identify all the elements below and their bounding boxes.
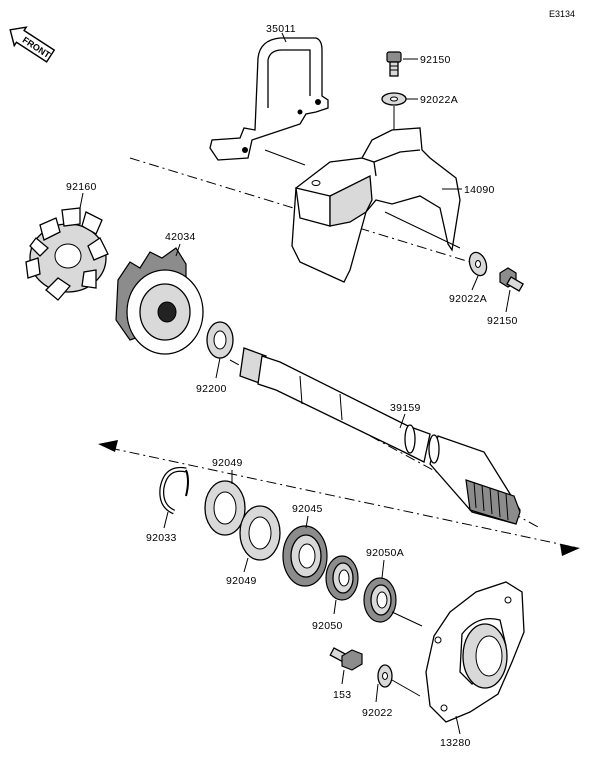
damper-part <box>25 207 109 301</box>
label-92049-a: 92049 <box>212 457 243 469</box>
label-153: 153 <box>333 689 351 701</box>
bolt-top-part <box>386 51 402 77</box>
coupler-part <box>115 247 204 355</box>
cover-part <box>291 127 461 283</box>
label-92150-right: 92150 <box>487 315 518 327</box>
label-13280: 13280 <box>440 737 471 749</box>
label-92150-top: 92150 <box>420 54 451 66</box>
label-92050: 92050 <box>312 620 343 632</box>
washer-right-part <box>468 251 488 277</box>
bearing-part <box>282 525 328 587</box>
label-92033: 92033 <box>146 532 177 544</box>
housing-part <box>425 581 525 723</box>
label-92022a-right: 92022A <box>449 293 487 305</box>
bolt-housing-part <box>329 647 363 671</box>
shim-a-part <box>204 480 246 536</box>
label-92200: 92200 <box>196 383 227 395</box>
washer-shaft-part <box>206 321 234 359</box>
label-14090: 14090 <box>464 184 495 196</box>
label-92050a: 92050A <box>366 547 404 559</box>
oil-seal-a-part <box>325 555 359 601</box>
drive-shaft-part <box>239 347 521 525</box>
bracket-part <box>209 37 329 166</box>
washer-top-part <box>381 92 407 106</box>
shim-b-part <box>239 505 281 561</box>
label-92049-b: 92049 <box>226 575 257 587</box>
bolt-right-part <box>499 267 525 292</box>
label-92022a-top: 92022A <box>420 94 458 106</box>
washer-housing-part <box>377 664 393 688</box>
oil-seal-b-part <box>363 577 397 623</box>
label-42034: 42034 <box>165 231 196 243</box>
label-92022: 92022 <box>362 707 393 719</box>
front-arrow-badge: FRONT <box>9 26 56 63</box>
circlip-part <box>159 466 189 515</box>
label-92160: 92160 <box>66 181 97 193</box>
label-35011: 35011 <box>266 23 296 35</box>
axis-lines <box>98 157 580 556</box>
label-39159: 39159 <box>390 402 421 414</box>
label-92045: 92045 <box>292 503 323 515</box>
diagram-code: E3134 <box>549 9 575 19</box>
